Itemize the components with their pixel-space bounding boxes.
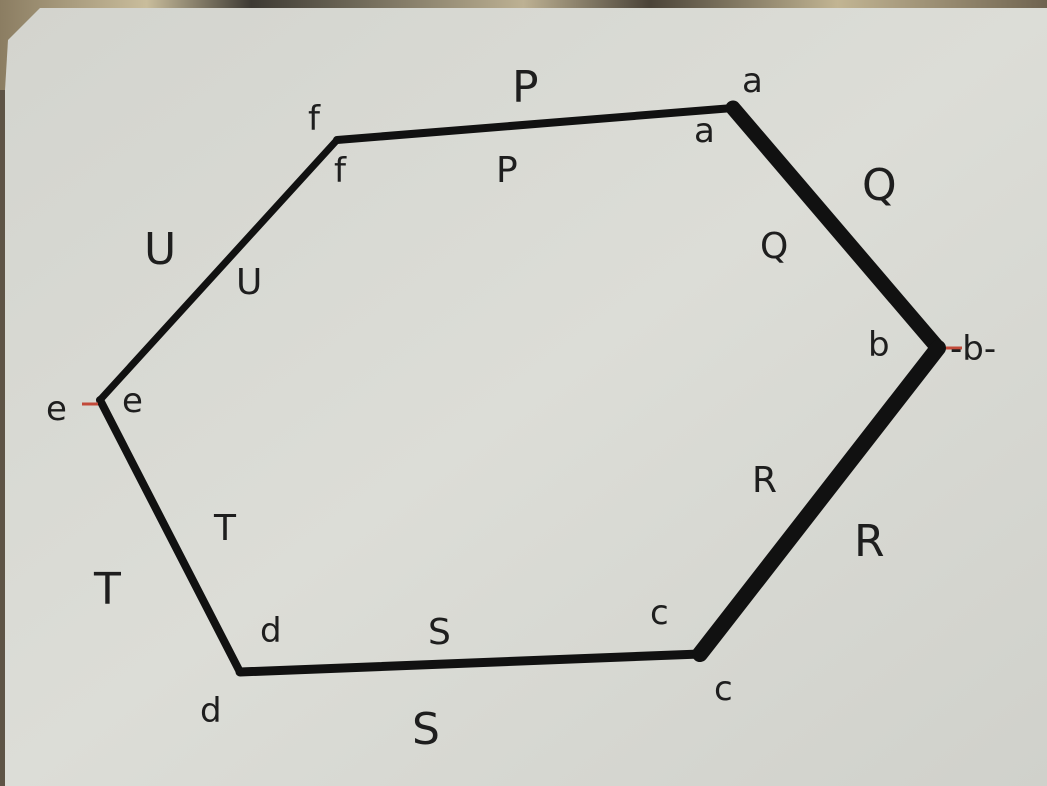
edge-label-s-inner: S xyxy=(428,612,451,653)
edge-label-q-outer: Q xyxy=(862,160,897,211)
vertex-label-b-outer: -b- xyxy=(950,329,996,369)
vertex-label-d-inner: d xyxy=(260,611,282,651)
vertex-label-f-inner: f xyxy=(334,151,347,191)
edge-label-t-outer: T xyxy=(93,564,121,615)
vertex-label-a-outer: a xyxy=(742,61,763,101)
edge-label-p-outer: P xyxy=(512,62,539,113)
vertex-label-f-outer: f xyxy=(308,99,321,139)
edge-label-u-inner: U xyxy=(236,262,262,303)
vertex-label-c-outer: c xyxy=(714,669,733,709)
vertex-label-c-inner: c xyxy=(650,593,669,633)
vertex-label-a-inner: a xyxy=(694,111,715,151)
vertex-label-e-inner: e xyxy=(122,381,143,421)
edge-label-s-outer: S xyxy=(412,704,440,755)
edge-label-p-inner: P xyxy=(496,150,518,191)
edge-label-t-inner: T xyxy=(213,508,237,549)
vertex-label-d-outer: d xyxy=(200,691,222,731)
edge-label-r-outer: R xyxy=(854,516,885,567)
vertex-label-b-inner: b xyxy=(868,325,890,365)
edge-label-q-inner: Q xyxy=(760,226,788,267)
vertex-label-e-outer: e xyxy=(46,389,67,429)
edge-label-u-outer: U xyxy=(144,224,176,275)
edge-label-r-inner: R xyxy=(752,460,777,501)
